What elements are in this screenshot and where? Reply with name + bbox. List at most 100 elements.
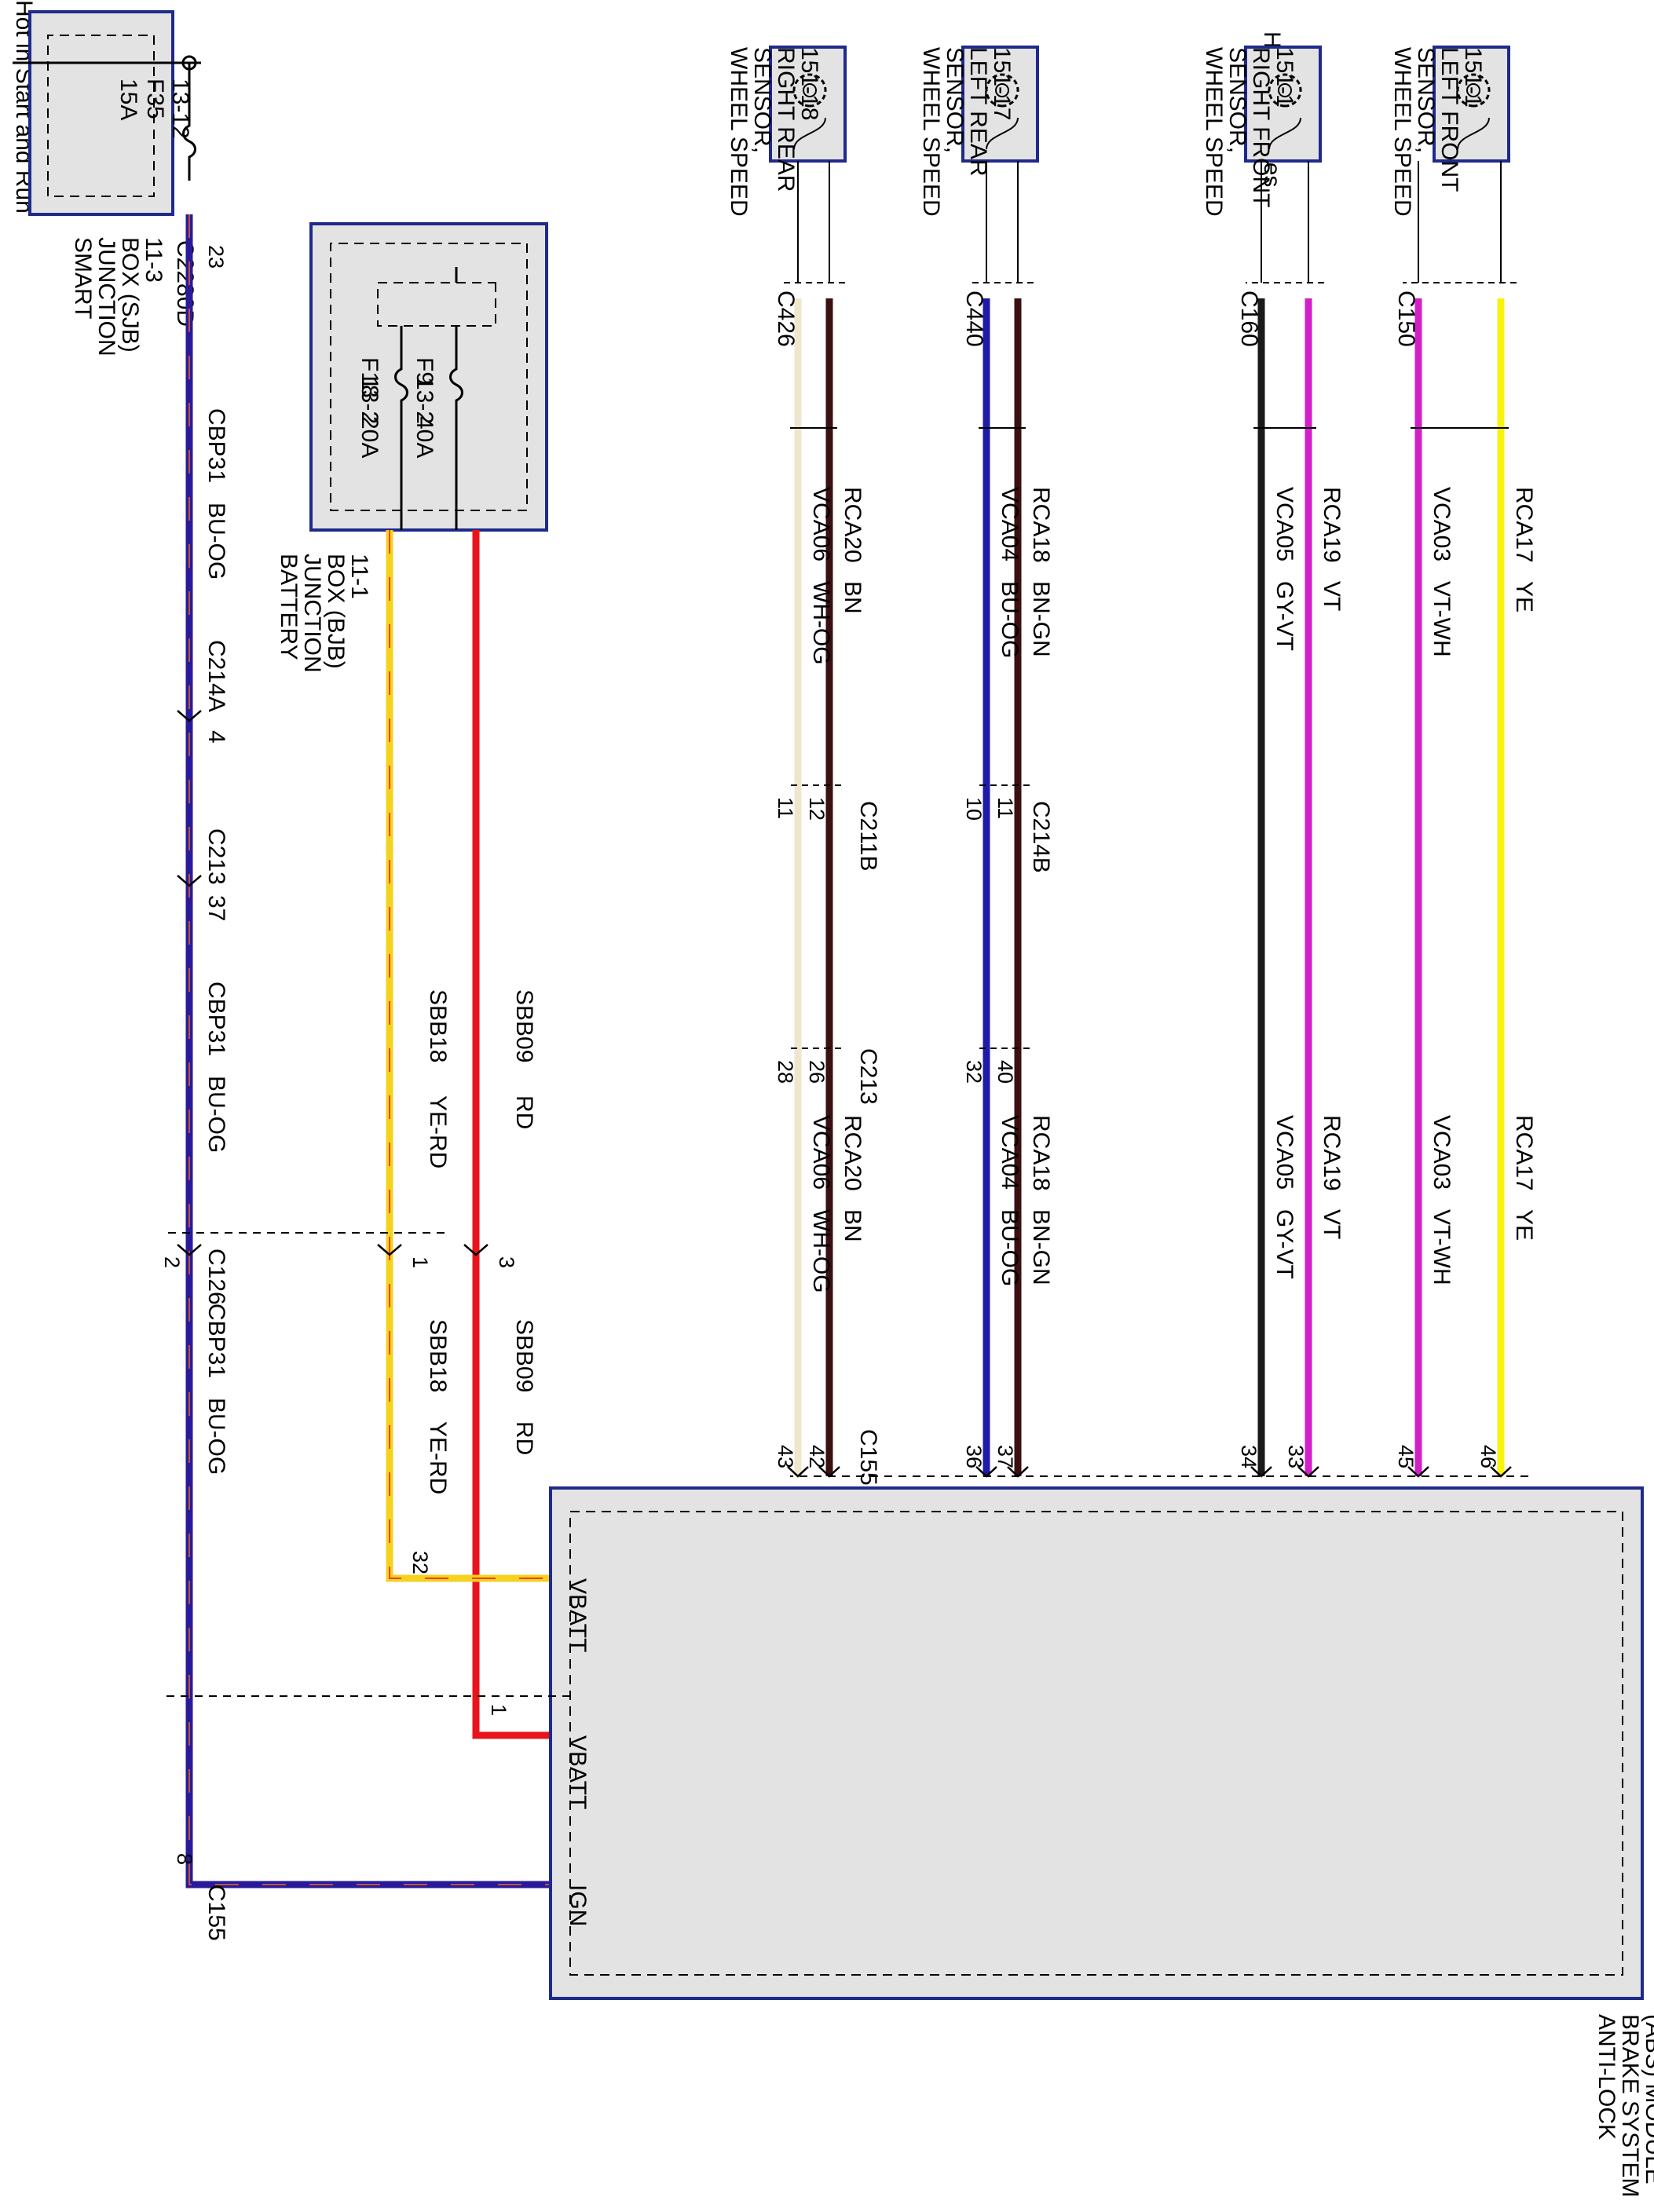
ign-wire-stripe	[188, 214, 1140, 1885]
sbb09-lower-circuit: SBB09	[511, 1319, 537, 1392]
module-pin-pos: 36	[962, 1445, 986, 1468]
sensor-title-line: WHEEL SPEED	[1389, 47, 1415, 217]
pos-color-label: BU-OG	[997, 581, 1023, 658]
c126-arrow-sbb18	[377, 1244, 402, 1256]
neg-circuit-label-lower: RCA20	[840, 1115, 865, 1191]
sensor-3-circuit	[1244, 46, 1324, 1478]
sensor-2-box	[961, 46, 1039, 163]
fuse-f9-rating: 40A	[412, 416, 437, 458]
ign-c214a-pin: 4	[203, 730, 229, 744]
sensor-title-line: SENSOR,	[942, 47, 968, 153]
sjb-connector: C2280D	[172, 240, 198, 327]
fuse-f18-ref: 13-2	[357, 377, 382, 424]
sjb-title-1: SMART	[70, 237, 96, 319]
gear-icon	[1268, 73, 1302, 108]
sensor-title-line: 151-1	[1272, 47, 1297, 108]
c126-pin-sbb18: 1	[408, 1256, 432, 1268]
sensor-1-box	[769, 46, 847, 163]
sensor-connector-label: C440	[961, 291, 987, 347]
abs-title-1: ANTI-LOCK	[1594, 2014, 1619, 2140]
pos-circuit-label: VCA05	[1272, 487, 1297, 561]
sbb18-lower-circuit: SBB18	[425, 1319, 451, 1392]
pos-circuit-label: VCA03	[1429, 487, 1455, 561]
module-pin-neg: 42	[805, 1445, 829, 1468]
bjb-inner-dashed	[330, 243, 528, 511]
pos-circuit-label: VCA06	[808, 487, 834, 561]
c155-arrow	[1250, 1466, 1272, 1478]
abs-module: VBATT VBATT IGN ANTI-LOCK BRAKE SYSTEM (…	[162, 1475, 1654, 2197]
module-pin-sbb18: 32	[408, 1551, 432, 1574]
neg-circuit-label: RCA20	[840, 487, 865, 563]
sbb18-upper-color: YE-RD	[425, 1095, 451, 1168]
sensor-connector-label: C150	[1393, 291, 1419, 347]
gear-hub-icon	[1466, 83, 1480, 97]
c213-label: C213	[855, 1048, 881, 1105]
c155-arrow	[1297, 1466, 1319, 1478]
fuse-f9-label: F9	[412, 357, 437, 385]
sensor-3-box	[1244, 46, 1322, 163]
ign-c214a-conn: C214A	[203, 640, 229, 712]
sjb-inner-dashed	[47, 35, 155, 197]
c213-pin-neg: 40	[993, 1060, 1017, 1084]
neg-color-label: BN	[840, 581, 865, 614]
bjb-title-1: BATTERY	[276, 554, 302, 660]
coil-icon	[793, 117, 826, 150]
c155-arrow	[1407, 1466, 1429, 1478]
fuse-f35-ref: 13-12	[167, 79, 193, 139]
sbb18-wire-stripe	[389, 530, 1140, 1579]
inline-pin-pos: 11	[774, 797, 797, 819]
c211b-label: C211B	[855, 801, 881, 872]
sensor-title-line: WHEEL SPEED	[726, 47, 752, 217]
module-pin-pos: 45	[1394, 1445, 1418, 1468]
c126-label: C126	[203, 1249, 229, 1305]
sensor-title-line: 151-17	[989, 47, 1015, 120]
pos-color-label: WH-OG	[808, 581, 834, 665]
module-pin-neg: 33	[1284, 1445, 1308, 1468]
pos-circuit-label-lower: VCA05	[1272, 1115, 1297, 1190]
bjb-bus-bar	[377, 282, 496, 327]
fuse-f9-ref: 13-2	[412, 377, 437, 424]
sbb09-lower-color: RD	[511, 1421, 537, 1455]
pos-color-label-lower: VT-WH	[1429, 1209, 1455, 1285]
fuse-f18-rating: 20A	[357, 416, 382, 458]
gear-hub-icon	[803, 83, 817, 97]
sensor-4-box	[1433, 46, 1510, 163]
c213-pin-neg: 26	[805, 1060, 829, 1084]
pos-color-label-lower: GY-VT	[1272, 1209, 1297, 1279]
neg-circuit-label: RCA19	[1319, 487, 1345, 563]
pos-circuit-label: VCA04	[997, 487, 1023, 561]
battery-junction-box: F9 13-2 40A F18 13-2 20A BATTERY JUNCTIO…	[276, 222, 548, 673]
gear-hub-icon	[1278, 83, 1292, 97]
fuse-f35-label: F35	[142, 79, 168, 119]
module-pin-ign: 8	[173, 1853, 196, 1865]
sensor-connector-label: C160	[1236, 291, 1262, 347]
sbb18-upper-circuit: SBB18	[425, 989, 451, 1062]
ign-c126-pin: 2	[160, 1256, 184, 1268]
pos-color-label: VT-WH	[1429, 581, 1455, 657]
c155-sensor-label: C155	[855, 1429, 881, 1486]
bjb-box	[309, 222, 548, 532]
gear-icon	[792, 73, 827, 108]
c155-arrow	[1490, 1466, 1512, 1478]
sbb09-upper-color: RD	[511, 1095, 537, 1129]
module-pin-neg: 37	[993, 1445, 1017, 1468]
bjb-title-4: 11-1	[346, 554, 372, 599]
sensor-title-line: WHEEL SPEED	[1201, 47, 1227, 217]
sensor-title-line: LEFT FRONT	[1436, 47, 1462, 192]
sensor-1-circuit	[769, 46, 847, 1478]
sensor-title-line: RIGHT REAR	[773, 47, 799, 192]
abs-module-box	[549, 1486, 1644, 2000]
c214b-label: C214B	[1028, 801, 1054, 873]
vbatt-label-2: VBATT	[565, 1735, 591, 1809]
ign-c213-pin: 37	[203, 895, 229, 921]
c155-arrow	[787, 1466, 809, 1478]
neg-color-label: VT	[1319, 581, 1345, 611]
neg-color-label: BN-GN	[1028, 581, 1054, 657]
pos-circuit-label-lower: VCA04	[997, 1115, 1023, 1190]
inline-pin-pos: 10	[962, 797, 986, 821]
c126-pin-sbb09: 3	[495, 1256, 518, 1268]
ign-seg3-circuit: CBP31	[203, 1303, 229, 1378]
ign-seg3-color: BU-OG	[203, 1398, 229, 1475]
